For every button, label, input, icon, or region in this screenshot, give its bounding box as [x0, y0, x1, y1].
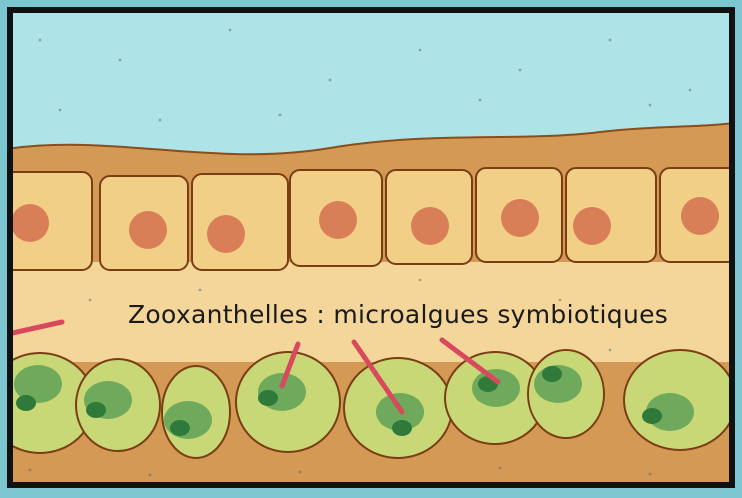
speck: [299, 471, 302, 474]
speck: [119, 59, 122, 62]
cell-nucleus: [319, 201, 357, 239]
zooxanthella-core: [542, 366, 562, 382]
zooxanthella-core: [16, 395, 36, 411]
cell-nucleus: [11, 204, 49, 242]
speck: [649, 104, 652, 107]
speck: [689, 89, 692, 92]
zooxanthella-core: [86, 402, 106, 418]
cell-nucleus: [573, 207, 611, 245]
zooxanthella-core: [258, 390, 278, 406]
speck: [419, 49, 422, 52]
cell-nucleus: [129, 211, 167, 249]
speck: [419, 279, 422, 282]
speck: [519, 69, 522, 72]
speck: [29, 469, 32, 472]
cell-nucleus: [681, 197, 719, 235]
zooxanthella-core: [392, 420, 412, 436]
cell-nucleus: [207, 215, 245, 253]
speck: [279, 114, 282, 117]
ectoderm-row: [0, 168, 742, 270]
speck: [199, 289, 202, 292]
speck: [609, 349, 612, 352]
speck: [649, 473, 652, 476]
zooxanthella-algae: [164, 401, 212, 439]
zooxanthelles-label: Zooxanthelles : microalgues symbiotiques: [128, 300, 668, 329]
cell-nucleus: [411, 207, 449, 245]
speck: [609, 39, 612, 42]
speck: [59, 109, 62, 112]
speck: [159, 119, 162, 122]
speck: [149, 474, 152, 477]
speck: [229, 29, 232, 32]
speck: [39, 39, 42, 42]
zooxanthella-core: [170, 420, 190, 436]
speck: [89, 299, 92, 302]
cell-nucleus: [501, 199, 539, 237]
speck: [499, 467, 502, 470]
speck: [479, 99, 482, 102]
zooxanthella-core: [642, 408, 662, 424]
speck: [329, 79, 332, 82]
